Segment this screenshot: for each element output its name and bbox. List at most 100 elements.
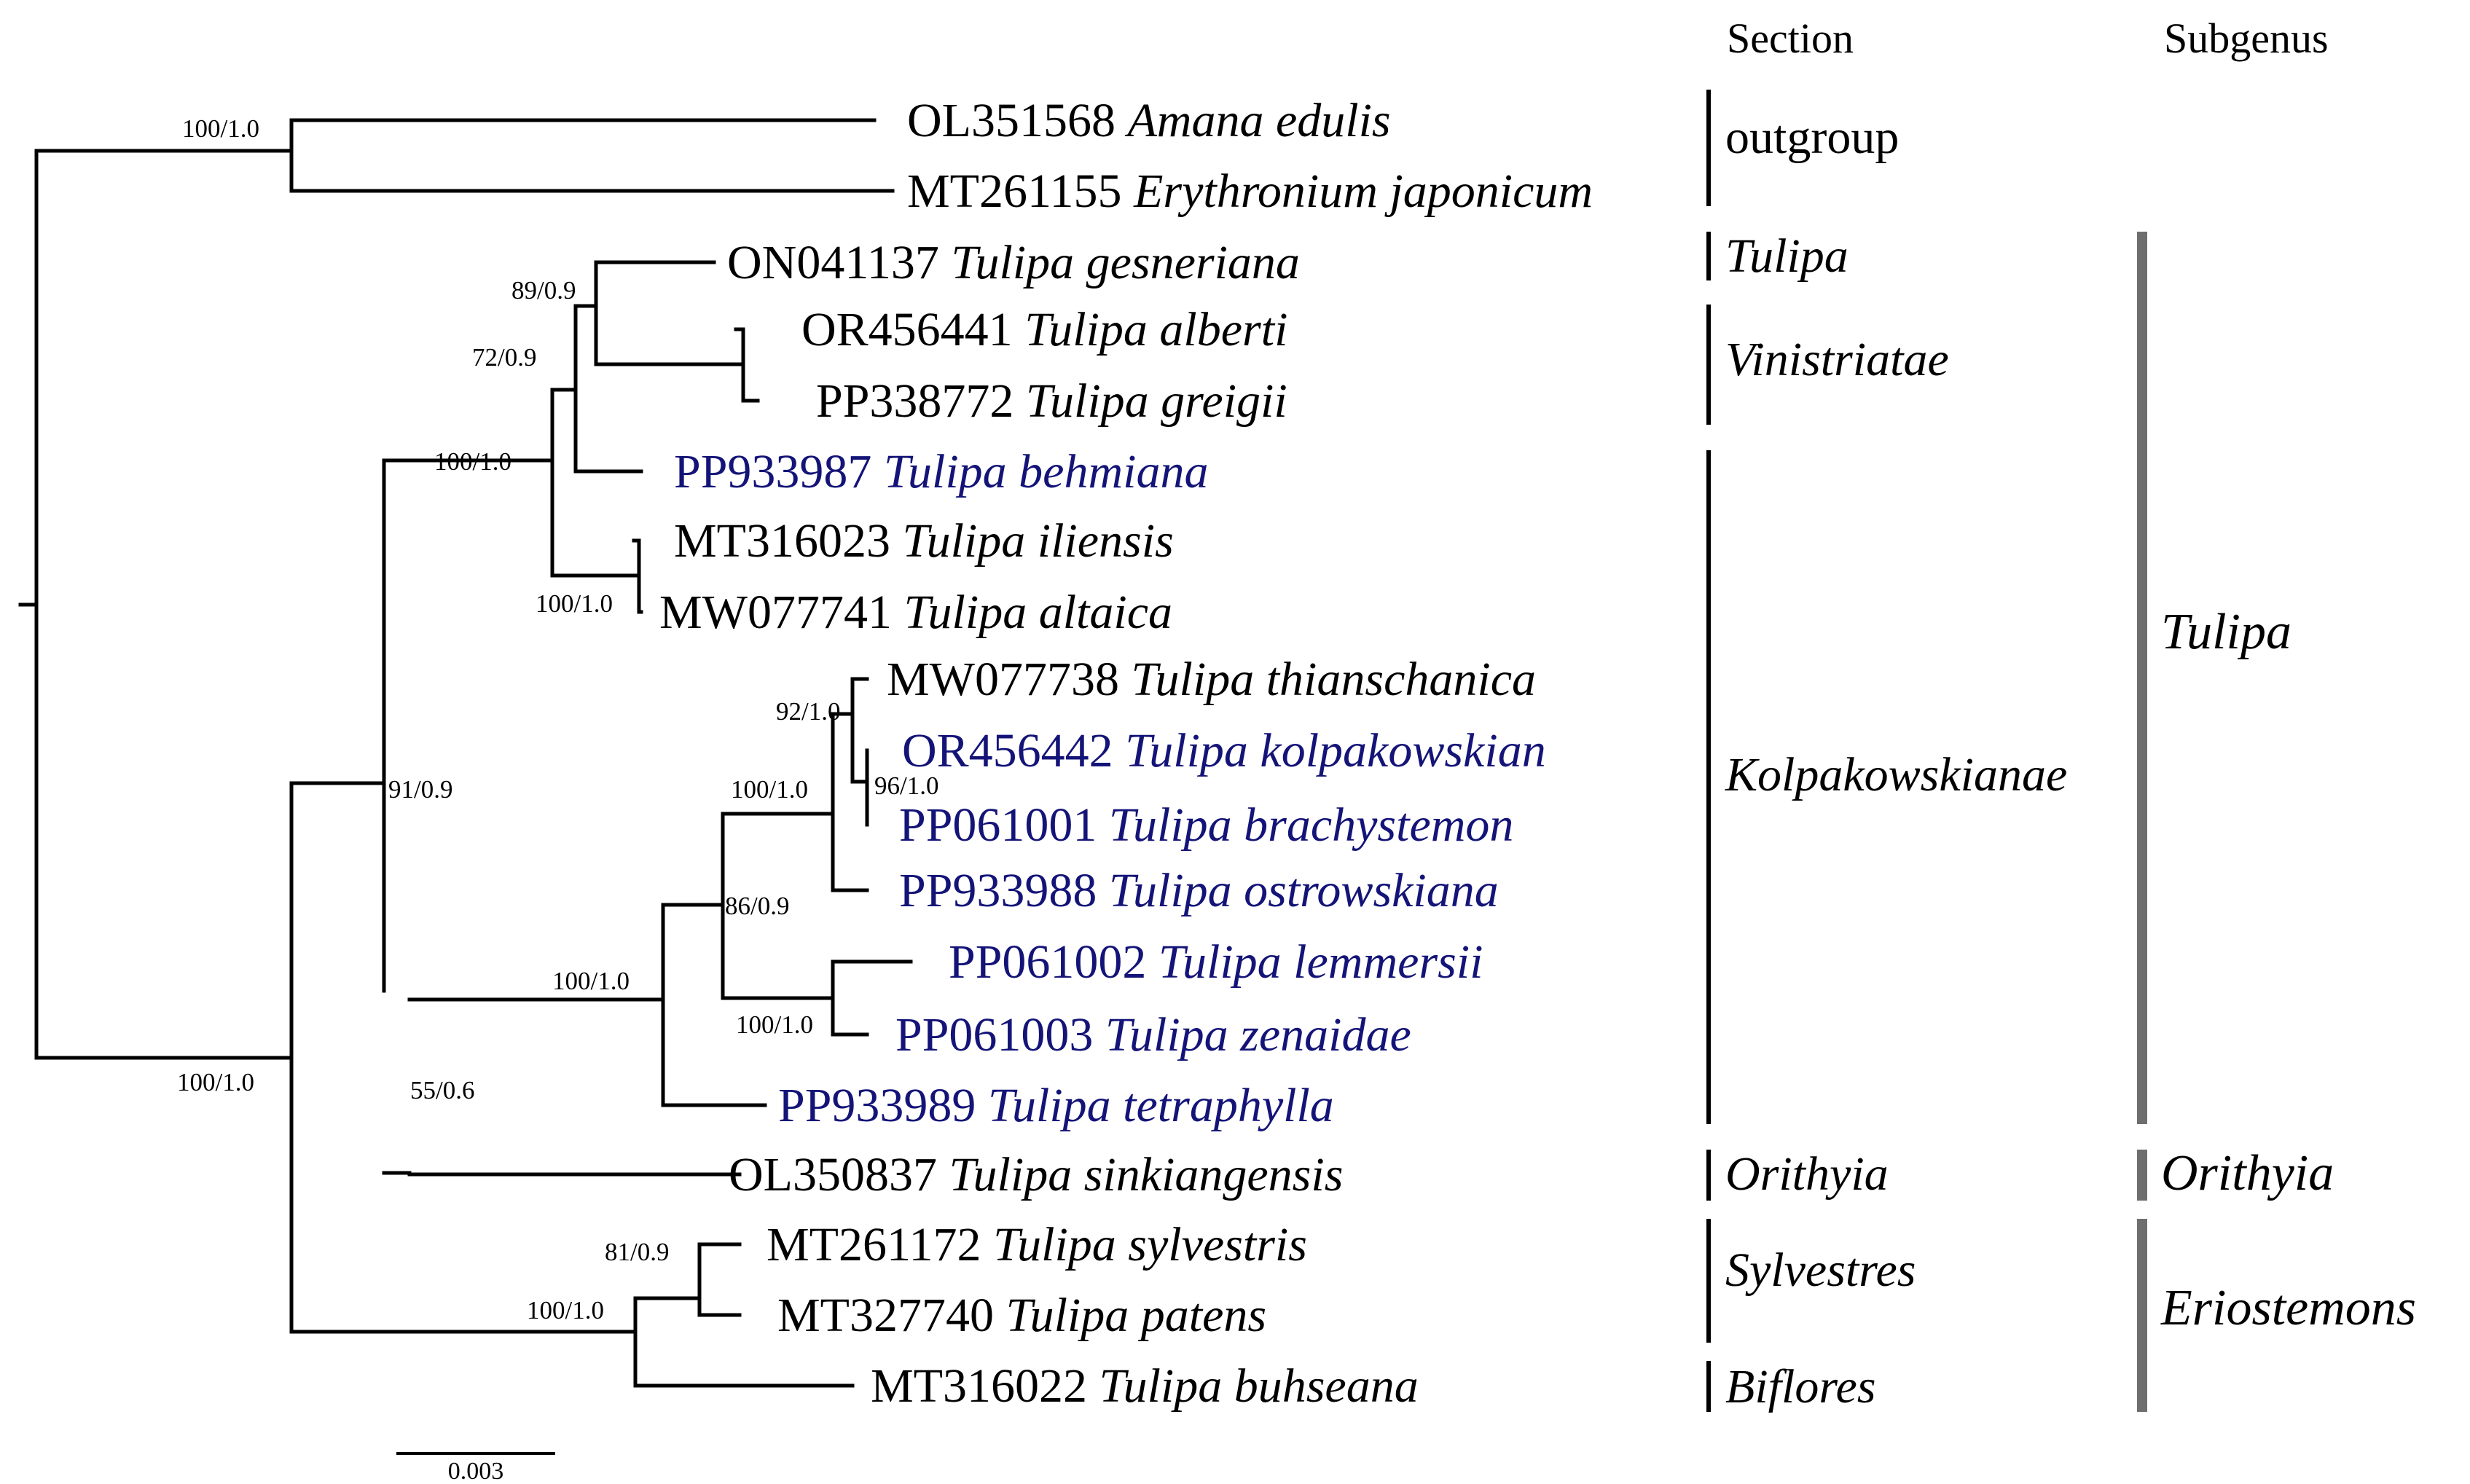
tip-species: Tulipa lemmersii	[1158, 935, 1483, 989]
section-label: Vinistriatae	[1725, 333, 1949, 386]
svg-text:OR456442 Tulipa kolpakowskian: OR456442 Tulipa kolpakowskian	[902, 724, 1546, 777]
support-value: 96/1.0	[874, 772, 938, 800]
section-label: outgroup	[1725, 111, 1899, 164]
tip-label: PP933988 Tulipa ostrowskiana	[899, 864, 1499, 917]
tip-label: PP933989 Tulipa tetraphylla	[778, 1079, 1334, 1132]
svg-text:MT261155 Erythronium japonicum: MT261155 Erythronium japonicum	[907, 165, 1593, 218]
tip-label: MT316022 Tulipa buhseana	[871, 1359, 1419, 1413]
tip-species: Amana edulis	[1124, 94, 1390, 147]
svg-text:PP061002 Tulipa lemmersii: PP061002 Tulipa lemmersii	[949, 935, 1483, 989]
support-value: 55/0.6	[410, 1076, 474, 1104]
tip-accession: OL350837	[729, 1148, 949, 1201]
subgenus-label: Tulipa	[2161, 604, 2291, 660]
tip-species: Tulipa patens	[1006, 1289, 1267, 1342]
section-bars: outgroupTulipaVinistriataeKolpakowskiana…	[1706, 90, 2067, 1413]
tip-label: MW077738 Tulipa thianschanica	[887, 653, 1536, 706]
tip-accession: PP933988	[899, 864, 1109, 917]
tip-accession: PP338772	[816, 374, 1026, 428]
support-value: 100/1.0	[527, 1296, 604, 1324]
tip-label: MT316023 Tulipa iliensis	[674, 514, 1174, 568]
tip-label: OL351568 Amana edulis	[907, 94, 1391, 147]
support-value: 100/1.0	[177, 1068, 254, 1096]
tip-accession: MW077741	[659, 586, 903, 639]
tip-accession: PP933987	[674, 445, 884, 498]
support-value: 100/1.0	[434, 447, 511, 476]
svg-text:ON041137 Tulipa gesneriana: ON041137 Tulipa gesneriana	[727, 236, 1300, 289]
tip-label: MT327740 Tulipa patens	[777, 1289, 1266, 1342]
section-header: Section	[1727, 15, 1854, 62]
support-value: 86/0.9	[725, 892, 789, 920]
tip-species: Tulipa kolpakowskian	[1125, 724, 1546, 777]
tip-species: Tulipa sinkiangensis	[949, 1148, 1343, 1201]
tip-label: PP061002 Tulipa lemmersii	[949, 935, 1483, 989]
svg-text:PP933989 Tulipa tetraphylla: PP933989 Tulipa tetraphylla	[778, 1079, 1334, 1132]
tip-species: Tulipa altaica	[903, 586, 1172, 639]
section-label: Kolpakowskianae	[1725, 748, 2067, 801]
tip-species: Erythronium japonicum	[1133, 165, 1593, 218]
subgenus-label: Eriostemons	[2160, 1280, 2416, 1336]
tip-accession: MT261172	[767, 1218, 993, 1271]
svg-text:MT261172 Tulipa sylvestris: MT261172 Tulipa sylvestris	[767, 1218, 1307, 1271]
svg-text:OL350837 Tulipa sinkiangensis: OL350837 Tulipa sinkiangensis	[729, 1148, 1343, 1201]
tip-accession: MT261155	[907, 165, 1134, 218]
svg-text:MT316023 Tulipa iliensis: MT316023 Tulipa iliensis	[674, 514, 1174, 568]
svg-text:MT316022 Tulipa buhseana: MT316022 Tulipa buhseana	[871, 1359, 1419, 1413]
support-value: 81/0.9	[605, 1238, 669, 1266]
tip-label: OR456441 Tulipa alberti	[801, 303, 1287, 356]
tip-label: ON041137 Tulipa gesneriana	[727, 236, 1300, 289]
tip-label: PP061001 Tulipa brachystemon	[899, 798, 1513, 852]
support-value: 100/1.0	[182, 114, 259, 143]
svg-text:MW077741 Tulipa altaica: MW077741 Tulipa altaica	[659, 586, 1172, 639]
tip-accession: PP061001	[899, 798, 1109, 852]
support-value: 72/0.9	[472, 343, 536, 372]
tip-label: PP338772 Tulipa greigii	[816, 374, 1287, 428]
support-value: 100/1.0	[731, 775, 808, 804]
tip-accession: OL351568	[907, 94, 1127, 147]
support-labels: 100/1.0 100/1.0 100/1.0 91/0.9 72/0.9 89/0.9 1…	[177, 114, 938, 1324]
tip-accession: OR456441	[801, 303, 1024, 356]
support-value: 100/1.0	[536, 589, 613, 618]
support-value: 92/1.0	[776, 697, 840, 726]
tip-species: Tulipa greigii	[1026, 374, 1287, 428]
tip-accession: ON041137	[727, 236, 951, 289]
tip-accession: MT327740	[777, 1289, 1006, 1342]
svg-text:PP933987 Tulipa behmiana: PP933987 Tulipa behmiana	[674, 445, 1208, 498]
tip-accession: PP933989	[778, 1079, 988, 1132]
section-label: Sylvestres	[1725, 1244, 1916, 1297]
svg-text:OR456441 Tulipa alberti: OR456441 Tulipa alberti	[801, 303, 1287, 356]
subgenus-header: Subgenus	[2164, 15, 2329, 62]
tip-species: Tulipa brachystemon	[1109, 798, 1514, 852]
section-label: Orithyia	[1725, 1147, 1889, 1201]
svg-text:MW077738 Tulipa thianschanica: MW077738 Tulipa thianschanica	[887, 653, 1536, 706]
tip-species: Tulipa iliensis	[903, 514, 1174, 568]
support-value: 100/1.0	[552, 967, 630, 995]
svg-text:OL351568 Amana edulis: OL351568 Amana edulis	[907, 94, 1391, 147]
svg-text:PP933988 Tulipa ostrowskiana: PP933988 Tulipa ostrowskiana	[899, 864, 1499, 917]
svg-text:PP061003 Tulipa zenaidae: PP061003 Tulipa zenaidae	[895, 1008, 1411, 1061]
svg-text:MT327740 Tulipa patens: MT327740 Tulipa patens	[777, 1289, 1266, 1342]
tip-accession: PP061002	[949, 935, 1158, 989]
tip-label: MT261155 Erythronium japonicum	[907, 165, 1593, 218]
tip-species: Tulipa zenaidae	[1105, 1008, 1411, 1061]
tree-branches	[18, 118, 913, 1388]
support-value: 100/1.0	[736, 1010, 813, 1039]
tip-label: OR456442 Tulipa kolpakowskian	[902, 724, 1546, 777]
tip-species: Tulipa buhseana	[1099, 1359, 1419, 1413]
tip-label: PP061003 Tulipa zenaidae	[895, 1008, 1411, 1061]
tip-species: Tulipa alberti	[1024, 303, 1287, 356]
support-value: 91/0.9	[388, 775, 452, 804]
support-value: 89/0.9	[511, 276, 576, 305]
scale-bar: 0.003	[396, 1452, 555, 1484]
tip-accession: MW077738	[887, 653, 1131, 706]
tip-label: MT261172 Tulipa sylvestris	[767, 1218, 1307, 1271]
svg-text:PP338772 Tulipa greigii: PP338772 Tulipa greigii	[816, 374, 1287, 428]
tip-species: Tulipa sylvestris	[993, 1218, 1307, 1271]
svg-text:PP061001 Tulipa brachystemon: PP061001 Tulipa brachystemon	[899, 798, 1513, 852]
tip-accession: MT316022	[871, 1359, 1099, 1413]
subgenus-label: Orithyia	[2161, 1145, 2334, 1201]
tip-accession: MT316023	[674, 514, 903, 568]
tip-species: Tulipa behmiana	[884, 445, 1209, 498]
